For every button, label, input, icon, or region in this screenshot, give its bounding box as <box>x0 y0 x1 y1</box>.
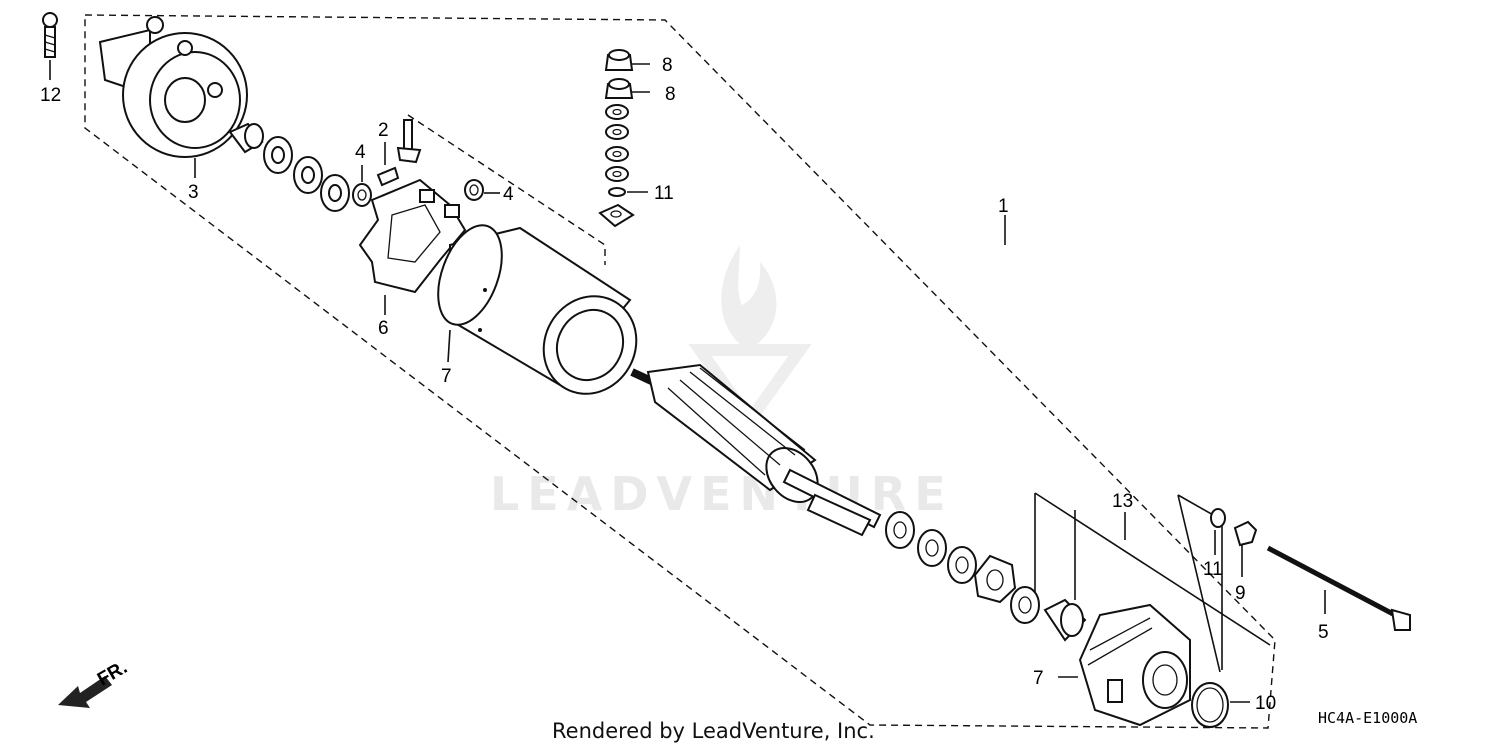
part-5-through-bolt <box>1266 545 1411 631</box>
callout-2: 2 <box>378 120 389 141</box>
callout-3: 3 <box>188 182 199 203</box>
part-8-nut-bottom <box>604 78 634 99</box>
callout-5: 5 <box>1318 622 1329 643</box>
terminal-washers <box>605 104 629 182</box>
part-3-front-housing <box>98 16 248 158</box>
part-7-yoke <box>437 224 638 395</box>
callout-4a: 4 <box>355 142 366 163</box>
callout-7b: 7 <box>1033 668 1044 689</box>
brush-group-outline <box>407 114 606 265</box>
callout-7a: 7 <box>441 366 452 387</box>
part-9-nut <box>1233 520 1258 547</box>
front-washers <box>263 136 350 212</box>
diagram-code: HC4A-E1000A <box>1318 709 1417 727</box>
rear-bushing <box>1043 598 1087 642</box>
callout-12: 12 <box>40 85 61 106</box>
rear-group-outline <box>1034 492 1271 646</box>
callout-11b: 11 <box>1203 559 1223 580</box>
watermark-text: LEADVENTURE <box>490 467 954 521</box>
callout-8b: 8 <box>665 84 676 105</box>
callout-13: 13 <box>1112 491 1133 512</box>
terminal-insulator <box>598 203 635 228</box>
callout-10: 10 <box>1255 693 1276 714</box>
callout-6: 6 <box>378 318 389 339</box>
credit-text: Rendered by LeadVenture, Inc. <box>552 719 875 743</box>
front-direction-arrow-icon <box>58 676 112 708</box>
callout-1: 1 <box>998 196 1009 217</box>
part-4-nut-right <box>464 179 484 201</box>
part-6-brush-holder <box>358 178 467 294</box>
armature <box>630 363 882 537</box>
rear-washers <box>885 511 977 584</box>
lock-plate <box>973 554 1017 604</box>
callout-4b: 4 <box>503 184 514 205</box>
assembly-outline <box>84 14 1276 729</box>
part-11-washer-top <box>608 187 626 197</box>
part-4-nut-left <box>352 183 372 207</box>
callout-11a: 11 <box>654 183 674 204</box>
front-bushing <box>228 122 264 154</box>
part-12-bolt <box>42 12 58 58</box>
part-10-o-ring <box>1191 682 1229 728</box>
part-2-terminal-screw <box>376 119 422 187</box>
callout-8a: 8 <box>662 55 673 76</box>
part-7-rear-cover <box>1078 603 1191 727</box>
part-8-nut-top <box>604 49 634 71</box>
callout-9: 9 <box>1235 583 1246 604</box>
part-11-washer-rear <box>1210 508 1226 528</box>
rear-bearing <box>1010 586 1040 624</box>
